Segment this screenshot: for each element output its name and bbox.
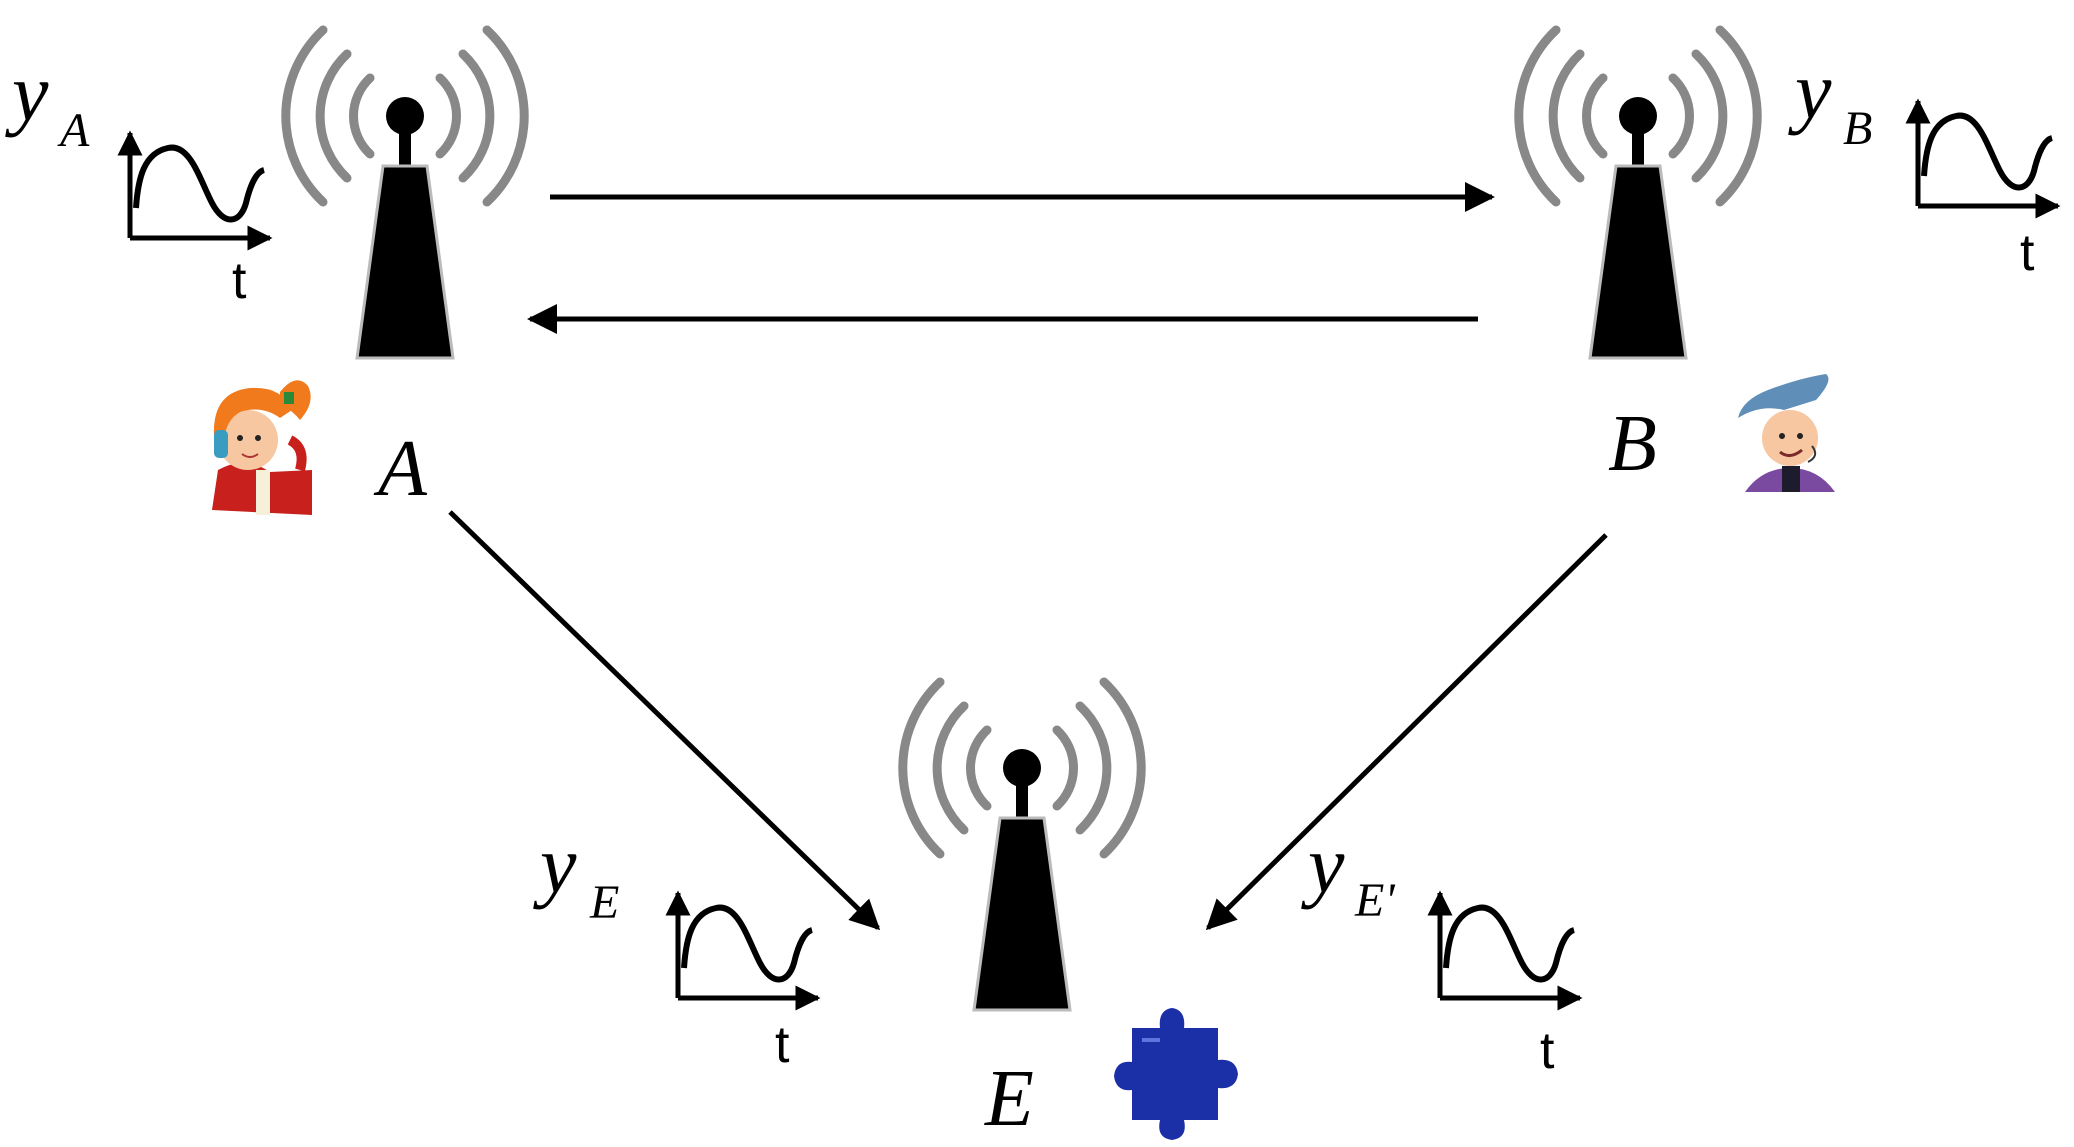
signal-e-prime-subscript: E'	[1354, 874, 1395, 927]
node-b-label: B	[1608, 400, 1657, 488]
signal-b-time-label: t	[2020, 224, 2035, 282]
tower-a-icon	[286, 30, 524, 358]
signal-e-time-label: t	[775, 1016, 790, 1074]
link-a-to-e-arrow	[448, 510, 881, 931]
signal-a-time-label: t	[232, 252, 247, 310]
signal-b-plot: y B t	[1788, 45, 2058, 282]
puzzle-piece-icon	[1114, 1008, 1238, 1140]
link-b-to-e-arrow	[1205, 533, 1608, 931]
signal-e-subscript: E	[589, 876, 619, 929]
signal-e-plot: y E t	[533, 819, 818, 1074]
node-e-label: E	[984, 1055, 1034, 1143]
alice-avatar-icon	[212, 380, 312, 515]
tower-b-icon	[1519, 30, 1757, 358]
signal-e-prime-symbol: y	[1301, 819, 1345, 910]
node-a-label: A	[373, 425, 428, 513]
signal-b-symbol: y	[1788, 45, 1832, 136]
signal-a-symbol: y	[5, 47, 49, 138]
bob-avatar-icon	[1738, 374, 1835, 492]
signal-e-symbol: y	[533, 819, 577, 910]
signal-e-prime-time-label: t	[1540, 1022, 1555, 1080]
signal-a-subscript: A	[57, 104, 90, 157]
tower-e-icon	[903, 682, 1141, 1010]
signal-b-subscript: B	[1843, 102, 1872, 155]
signal-a-plot: y A t	[5, 47, 270, 310]
signal-e-prime-plot: y E' t	[1301, 819, 1580, 1080]
